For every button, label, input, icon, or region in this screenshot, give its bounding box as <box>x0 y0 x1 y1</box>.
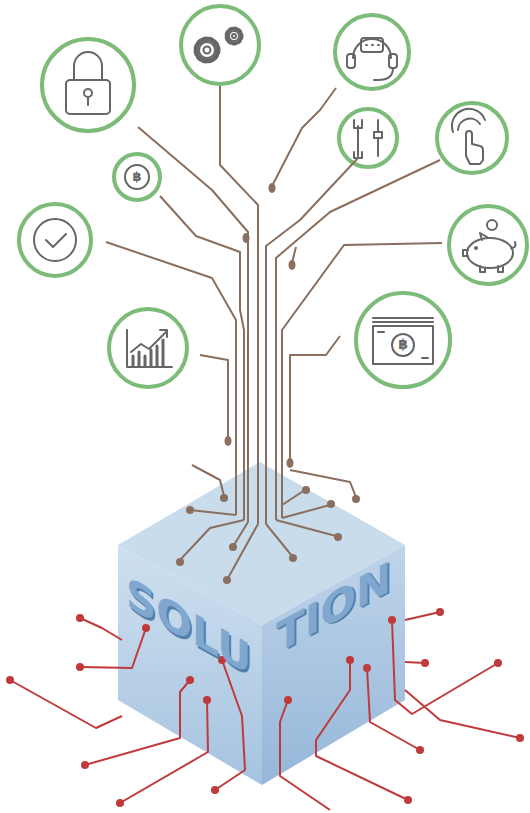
icon-wrap: ฿ <box>127 170 147 183</box>
currency-symbol: ฿ <box>398 336 408 352</box>
solution-cube: SOLUTION <box>118 462 406 786</box>
icon-wrap: ฿ <box>393 337 413 351</box>
currency-symbol: ฿ <box>132 169 141 184</box>
